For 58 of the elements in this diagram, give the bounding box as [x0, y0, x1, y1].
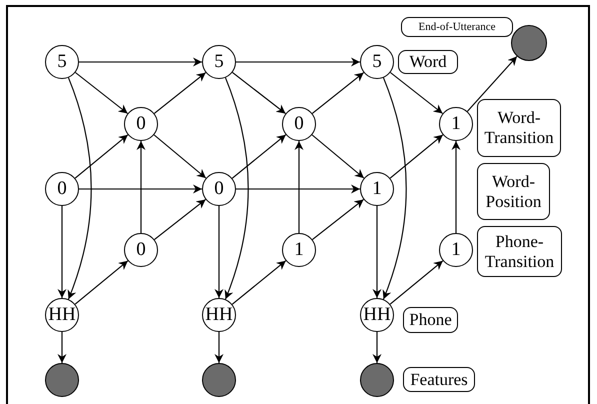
- state-node: HH: [202, 298, 236, 332]
- arrow: [452, 141, 460, 233]
- arrow: [312, 199, 364, 240]
- arrow: [390, 260, 444, 305]
- variable-label: Word: [398, 50, 458, 74]
- state-node: 0: [124, 107, 158, 141]
- observed-node: [511, 25, 547, 61]
- state-node: 0: [282, 107, 316, 141]
- state-node: 5: [45, 45, 79, 79]
- arrow: [466, 56, 518, 112]
- observed-node: [45, 363, 79, 397]
- arrow: [74, 134, 128, 179]
- arrow: [232, 134, 286, 179]
- variable-label: Phone-Transition: [477, 226, 562, 277]
- observed-node: [202, 363, 236, 397]
- arrow: [236, 58, 360, 66]
- observed-node: [360, 363, 394, 397]
- arrow: [372, 206, 382, 298]
- state-node: 0: [124, 233, 158, 267]
- state-node: 5: [360, 45, 394, 79]
- arrow: [154, 134, 206, 179]
- state-node: 1: [439, 107, 473, 141]
- state-node: 1: [282, 233, 316, 267]
- arrow: [79, 58, 202, 66]
- state-node: HH: [45, 298, 79, 332]
- variable-label: Phone: [403, 307, 458, 333]
- arrow: [214, 206, 224, 298]
- arrow: [74, 260, 128, 305]
- arrow: [236, 184, 360, 194]
- variable-label: Word-Transition: [477, 99, 561, 157]
- state-node: 5: [202, 45, 236, 79]
- arrow: [294, 141, 304, 233]
- variable-label: Features: [403, 367, 475, 392]
- arrow: [312, 72, 364, 114]
- variable-label: Word-Position: [477, 163, 550, 220]
- arrow: [382, 78, 407, 300]
- arrow: [232, 260, 286, 305]
- arrow: [79, 184, 202, 194]
- state-node: 0: [45, 172, 79, 206]
- state-node: HH: [360, 298, 394, 332]
- arrow: [58, 206, 66, 298]
- variable-label: End-of-Utterance: [401, 17, 513, 37]
- arrow: [154, 72, 206, 114]
- arrow: [58, 332, 66, 363]
- state-node: 1: [360, 172, 394, 206]
- state-node: 0: [202, 172, 236, 206]
- arrow: [372, 332, 382, 363]
- state-node: 1: [439, 233, 473, 267]
- arrow: [75, 72, 128, 114]
- arrow: [390, 72, 443, 114]
- arrow: [214, 332, 224, 363]
- arrow: [154, 199, 206, 240]
- arrow: [136, 141, 146, 233]
- arrow: [390, 134, 444, 179]
- arrow: [312, 134, 364, 179]
- arrow: [67, 78, 92, 300]
- arrow: [224, 78, 249, 300]
- arrow: [232, 72, 286, 114]
